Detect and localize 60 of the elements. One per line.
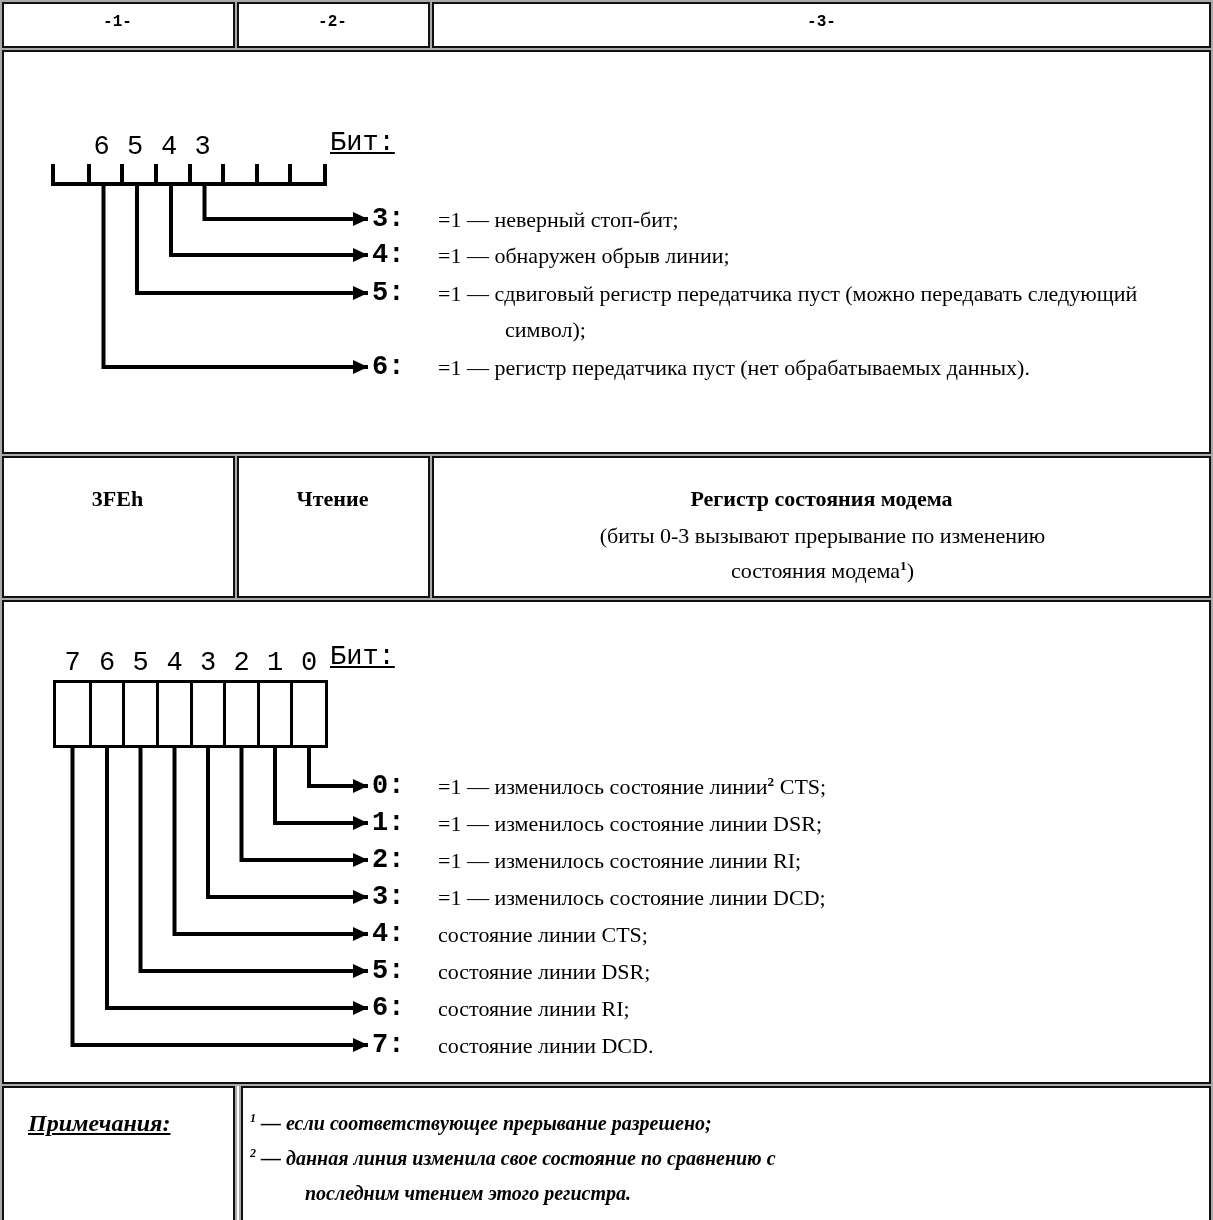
register-note: (биты 0-3 вызывают прерывание по изменению состояния модема$^{1}$) xyxy=(598,522,1047,585)
bit-description: =1 — регистр передатчика пуст (нет обрабатываемых данных). xyxy=(438,354,1031,382)
bit-description: =1 — изменилось состояние линии RI; xyxy=(438,847,803,875)
register-title: Регистр состояния модема xyxy=(689,485,954,513)
arrow xyxy=(135,184,368,300)
bit-number: 7 xyxy=(63,648,82,678)
bit-label: 4: xyxy=(372,919,405,949)
arrow xyxy=(202,184,368,226)
bit-label: 4: xyxy=(372,240,405,270)
bit-number: 4 xyxy=(165,648,184,678)
bit-description: =1 — неверный стоп-бит; xyxy=(438,206,680,234)
bit-number: 4 xyxy=(159,132,179,162)
bit-number: 5 xyxy=(125,132,145,162)
bit-label: 7: xyxy=(372,1030,405,1060)
bit-number: 1 xyxy=(265,648,285,678)
notes-heading: Примечания: xyxy=(28,1109,171,1138)
bit-number: 3 xyxy=(198,648,218,678)
bit-number: 6 xyxy=(97,648,117,678)
bit-heading: Бит: xyxy=(330,127,395,160)
bit-number: 6 xyxy=(92,132,111,162)
footnote: $^{2}$ — данная линия изменила свое состояние по сравнению с последним чтением этого регистра. xyxy=(250,1145,777,1207)
bit-label: 3: xyxy=(372,204,405,234)
bit-number: 5 xyxy=(131,648,150,678)
arrow xyxy=(239,748,368,867)
arrow xyxy=(105,748,368,1015)
bit-description: состояние линии CTS; xyxy=(438,921,649,949)
bit-heading: Бит: xyxy=(330,641,395,674)
arrow xyxy=(307,748,368,793)
table-text: Чтение xyxy=(295,485,370,513)
bit-label: 6: xyxy=(372,993,405,1023)
arrow xyxy=(70,748,368,1052)
bit-description: =1 — изменилось состояние линии DSR; xyxy=(438,810,823,838)
bit-description: состояние линии DSR; xyxy=(438,958,652,986)
bit-label: 1: xyxy=(372,808,405,838)
bit-label: 0: xyxy=(372,771,405,801)
bit-number: 2 xyxy=(232,648,251,678)
table-text: -3- xyxy=(806,12,837,33)
bit-description: состояние линии RI; xyxy=(438,995,631,1023)
bit-label: 6: xyxy=(372,352,405,382)
arrow xyxy=(101,184,368,374)
arrow xyxy=(273,748,368,830)
bit-label: 5: xyxy=(372,278,405,308)
bit-label: 3: xyxy=(372,882,405,912)
bit-label: 2: xyxy=(372,845,405,875)
arrow xyxy=(172,748,368,941)
bit-number: 3 xyxy=(193,132,212,162)
arrow xyxy=(169,184,368,262)
arrow xyxy=(138,748,368,978)
bit-label: 5: xyxy=(372,956,405,986)
bit-description: =1 — изменилось состояние линии DCD; xyxy=(438,884,827,912)
bit-number: 0 xyxy=(299,648,319,678)
footnote: $^{1}$ — если соответствующее прерывание разрешено; xyxy=(250,1110,713,1137)
table-text: 3FEh xyxy=(90,485,145,513)
arrow xyxy=(206,748,368,904)
bit-description: состояние линии DCD. xyxy=(438,1032,655,1060)
bit-description: =1 — обнаружен обрыв линии; xyxy=(438,242,731,270)
table-text: -2- xyxy=(317,12,348,33)
table-text: -1- xyxy=(102,12,133,33)
bit-description: =1 — изменилось состояние линии$^{2}$ CTS; xyxy=(438,772,828,801)
bit-description: =1 — сдвиговый регистр передатчика пуст (можно передавать следующий символ); xyxy=(438,280,1139,344)
